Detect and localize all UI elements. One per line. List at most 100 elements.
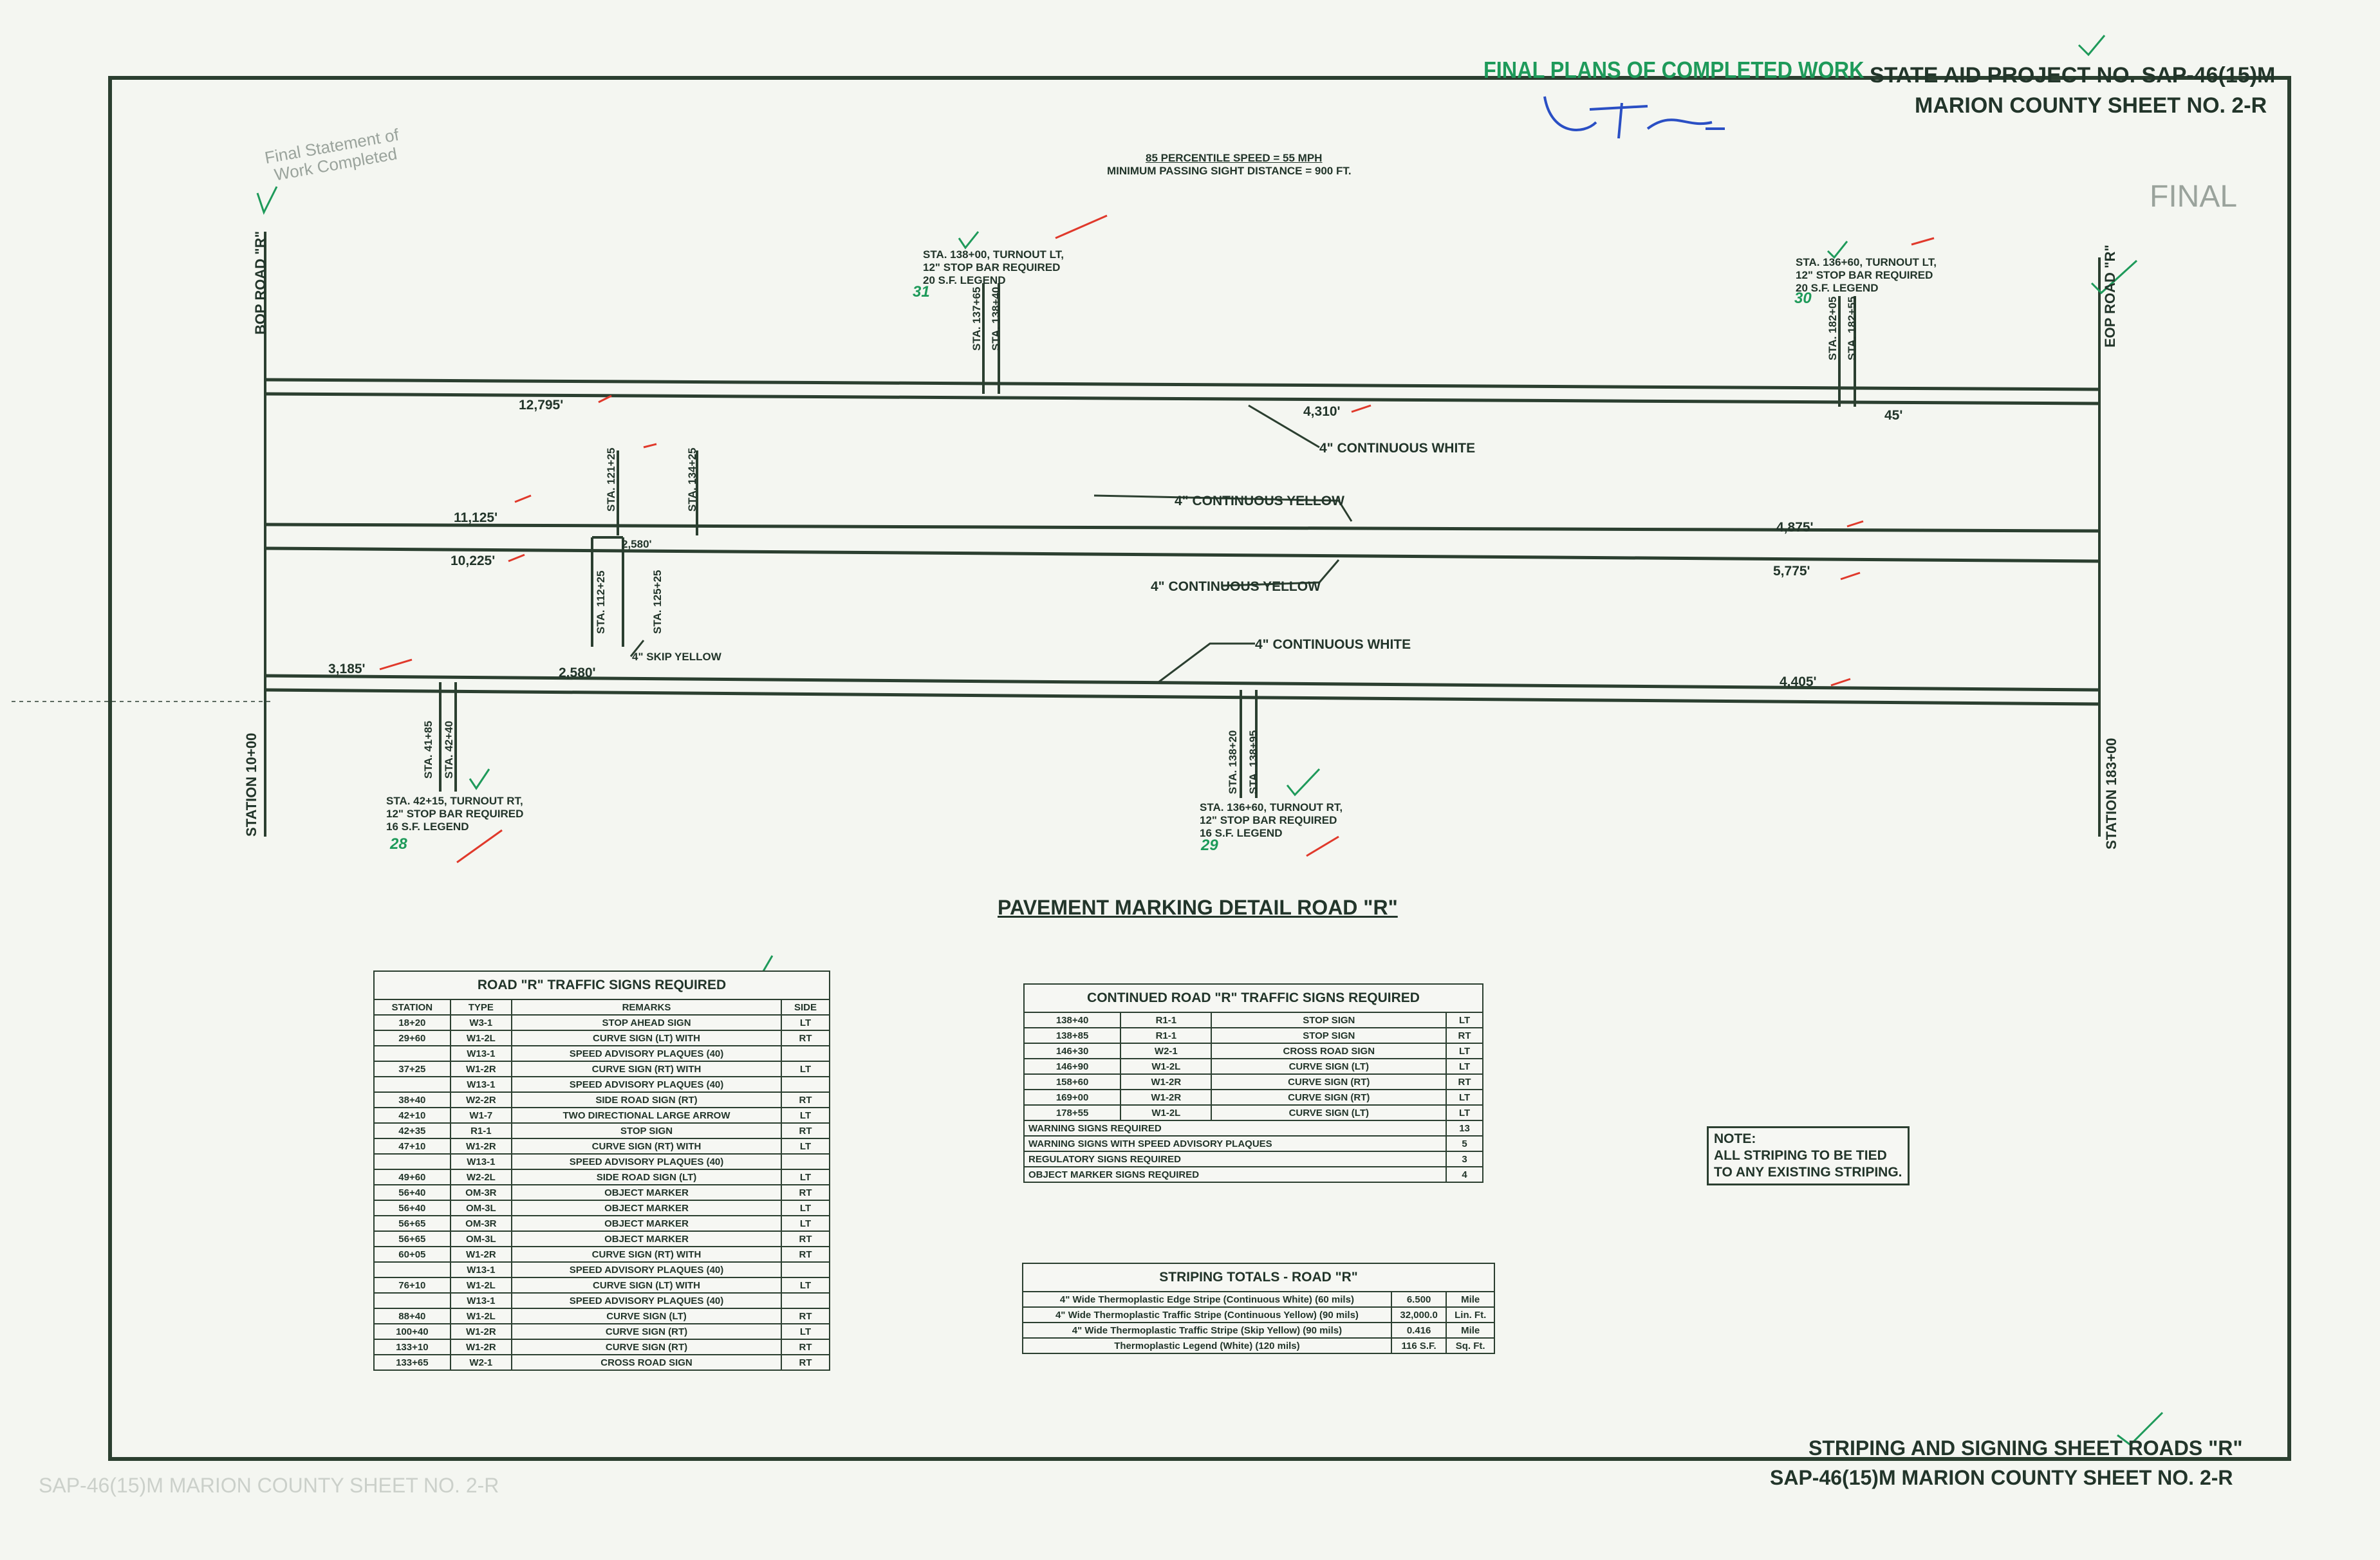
- table-cell: OM-3L: [449, 1200, 513, 1216]
- summary-label: WARNING SIGNS REQUIRED: [1023, 1120, 1447, 1137]
- turnout-note: STA. 136+60, TURNOUT RT,12" STOP BAR REQ…: [1200, 801, 1343, 839]
- table-cell: 4" Wide Thermoplastic Traffic Stripe (Sk…: [1022, 1322, 1392, 1339]
- table-cell: OM-3R: [449, 1215, 513, 1232]
- table-cell: W2-2R: [449, 1091, 513, 1108]
- table-cell: 56+65: [373, 1215, 451, 1232]
- table-cell: RT: [1446, 1073, 1483, 1090]
- col-header: TYPE: [449, 999, 513, 1016]
- table-cell: SPEED ADVISORY PLAQUES (40): [511, 1292, 783, 1309]
- table-cell: OM-3R: [449, 1184, 513, 1201]
- note-box: NOTE: ALL STRIPING TO BE TIED TO ANY EXI…: [1707, 1126, 1910, 1185]
- table-cell: Thermoplastic Legend (White) (120 mils): [1022, 1337, 1392, 1354]
- table-cell: W1-2L: [449, 1030, 513, 1046]
- table-cell: LT: [1446, 1104, 1483, 1121]
- table-cell: OBJECT MARKER: [511, 1230, 783, 1247]
- road-line-top-1: [265, 378, 2100, 391]
- table-cell: CURVE SIGN (LT) WITH: [511, 1277, 783, 1294]
- table-cell: LT: [781, 1061, 830, 1077]
- table-cell: 6.500: [1390, 1291, 1447, 1308]
- table-cell: STOP SIGN: [1211, 1012, 1447, 1028]
- table-cell: R1-1: [449, 1122, 513, 1139]
- col-header: SIDE: [781, 999, 830, 1016]
- station-end: STATION 183+00: [2103, 738, 2119, 850]
- signs-table: ROAD "R" TRAFFIC SIGNS REQUIRED STATION …: [373, 970, 830, 1371]
- table-cell: 49+60: [373, 1169, 451, 1185]
- station-label: STA. 112+25: [595, 570, 607, 634]
- summary-label: REGULATORY SIGNS REQUIRED: [1023, 1151, 1447, 1167]
- table-cell: W2-1: [1120, 1043, 1213, 1059]
- table-cell: RT: [781, 1354, 830, 1371]
- detail-title: PAVEMENT MARKING DETAIL ROAD "R": [998, 896, 1398, 919]
- table-cell: RT: [781, 1246, 830, 1263]
- table-cell: OBJECT MARKER: [511, 1200, 783, 1216]
- summary-count: 3: [1446, 1151, 1483, 1167]
- table-cell: 146+30: [1023, 1043, 1122, 1059]
- summary-label: OBJECT MARKER SIGNS REQUIRED: [1023, 1166, 1447, 1183]
- table-cell: W13-1: [449, 1076, 513, 1093]
- dim-2580-bottom: 2,580': [559, 665, 596, 680]
- callout-yellow-1: 4" CONTINUOUS YELLOW: [1175, 494, 1344, 508]
- table-cell: W1-2L: [449, 1277, 513, 1294]
- table-cell: [373, 1076, 451, 1093]
- table-cell: W1-2L: [1120, 1058, 1213, 1075]
- continued-signs-table: CONTINUED ROAD "R" TRAFFIC SIGNS REQUIRE…: [1023, 983, 1483, 1183]
- table-cell: OBJECT MARKER: [511, 1215, 783, 1232]
- dim-45: 45': [1884, 408, 1903, 423]
- table-cell: W2-2L: [449, 1169, 513, 1185]
- table-cell: 116 S.F.: [1390, 1337, 1447, 1354]
- table-cell: 88+40: [373, 1308, 451, 1324]
- table-cell: 56+40: [373, 1184, 451, 1201]
- note-line: ALL STRIPING TO BE TIED: [1714, 1148, 1887, 1163]
- table-cell: LT: [781, 1014, 830, 1031]
- station-label: STA. 137+65: [971, 286, 983, 351]
- table-cell: R1-1: [1120, 1012, 1213, 1028]
- summary-count: 5: [1446, 1135, 1483, 1152]
- station-label: STA. 125+25: [651, 570, 664, 634]
- table-cell: LT: [1446, 1043, 1483, 1059]
- dim-4405: 4,405': [1780, 674, 1817, 689]
- table-cell: SIDE ROAD SIGN (RT): [511, 1091, 783, 1108]
- station-label: STA. 42+40: [443, 721, 455, 779]
- table-cell: 32,000.0: [1390, 1306, 1447, 1323]
- footer-title: STRIPING AND SIGNING SHEET ROADS "R": [1808, 1436, 2243, 1460]
- table-cell: RT: [781, 1030, 830, 1046]
- table-cell: [373, 1261, 451, 1278]
- handwritten-count: 28: [390, 835, 407, 853]
- sheet-border: [108, 76, 2291, 1461]
- table-row: 4" Wide Thermoplastic Traffic Stripe (Co…: [1022, 1306, 1495, 1323]
- table-cell: RT: [781, 1091, 830, 1108]
- table-cell: [373, 1153, 451, 1170]
- callout-white-top: 4" CONTINUOUS WHITE: [1319, 441, 1476, 456]
- table-cell: LT: [781, 1277, 830, 1294]
- table-row: 4" Wide Thermoplastic Traffic Stripe (Sk…: [1022, 1322, 1495, 1339]
- continued-table-title: CONTINUED ROAD "R" TRAFFIC SIGNS REQUIRE…: [1023, 983, 1483, 1013]
- station-label: STA. 182+05: [1827, 296, 1839, 360]
- station-label: STA. 121+25: [605, 447, 617, 512]
- table-cell: 158+60: [1023, 1073, 1122, 1090]
- table-cell: CURVE SIGN (RT) WITH: [511, 1061, 783, 1077]
- table-cell: RT: [1446, 1027, 1483, 1044]
- table-cell: LT: [1446, 1058, 1483, 1075]
- table-cell: 42+35: [373, 1122, 451, 1139]
- table-cell: CURVE SIGN (RT): [1211, 1073, 1447, 1090]
- station-label: STA. 182+55: [1846, 296, 1858, 360]
- summary-count: 4: [1446, 1166, 1483, 1183]
- table-cell: 138+40: [1023, 1012, 1122, 1028]
- table-cell: W1-2L: [1120, 1104, 1213, 1121]
- table-cell: W1-2R: [449, 1061, 513, 1077]
- table-cell: 4" Wide Thermoplastic Edge Stripe (Conti…: [1022, 1291, 1392, 1308]
